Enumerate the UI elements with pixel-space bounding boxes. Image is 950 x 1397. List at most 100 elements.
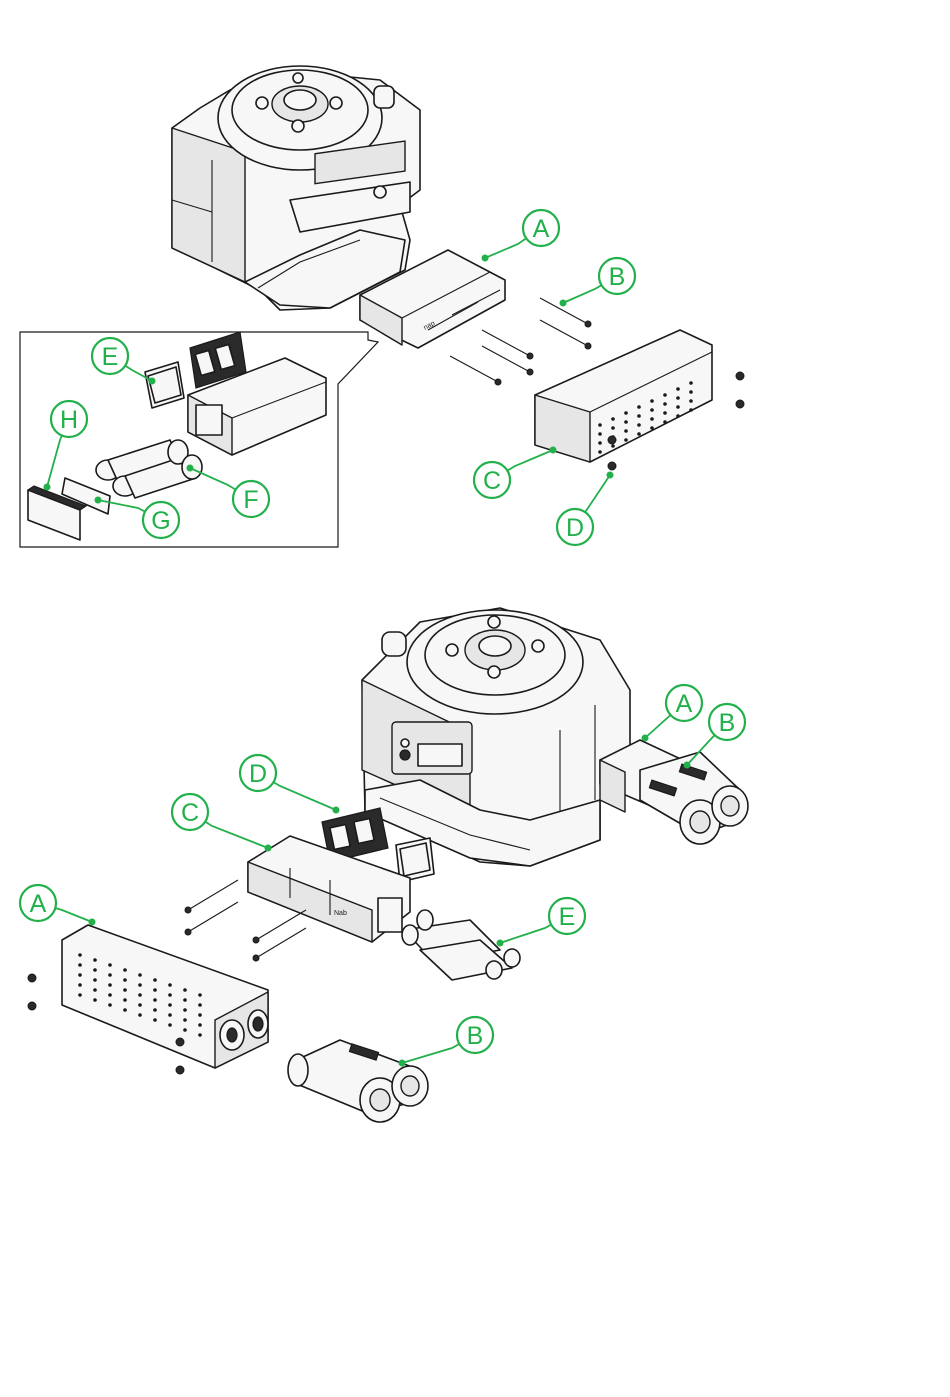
perforation-hole xyxy=(108,983,112,987)
perforation-hole xyxy=(153,988,157,992)
callout-bottom-b2: B xyxy=(399,1017,494,1067)
leader-dot xyxy=(482,255,489,262)
perforation-hole xyxy=(93,968,97,972)
perforation-hole xyxy=(123,968,127,972)
perforation-hole xyxy=(637,414,641,418)
perforation-hole xyxy=(637,432,641,436)
callout-bottom-e: E xyxy=(497,898,586,947)
perforation-hole xyxy=(198,1023,202,1027)
perforation-hole xyxy=(108,1003,112,1007)
perforation-hole xyxy=(78,953,82,957)
callout-bottom-d: D xyxy=(240,755,340,814)
perforation-hole xyxy=(676,414,680,418)
callout-letter: D xyxy=(566,514,584,542)
perforation-hole xyxy=(108,993,112,997)
svg-text:Nab: Nab xyxy=(334,910,347,917)
perforation-hole xyxy=(689,399,693,403)
perforation-hole xyxy=(138,983,142,987)
perforation-hole xyxy=(93,988,97,992)
perforation-hole xyxy=(650,417,654,421)
perforation-hole xyxy=(598,423,602,427)
leader-dot xyxy=(333,807,340,814)
perforation-hole xyxy=(598,432,602,436)
callout-letter: A xyxy=(676,690,693,718)
leader-dot xyxy=(399,1060,406,1067)
inset-detail-box xyxy=(20,332,378,547)
top-silencer-cover xyxy=(535,330,712,462)
perforation-hole xyxy=(93,998,97,1002)
perforation-hole xyxy=(676,405,680,409)
perforation-hole xyxy=(663,420,667,424)
callout-letter: F xyxy=(243,486,258,514)
perforation-hole xyxy=(108,963,112,967)
perforation-hole xyxy=(624,438,628,442)
perforation-hole xyxy=(198,1003,202,1007)
callout-letter: A xyxy=(533,215,550,243)
leader-dot xyxy=(642,735,649,742)
bottom-manifold-c: Nab xyxy=(248,836,410,942)
perforation-hole xyxy=(650,408,654,412)
perforation-hole xyxy=(78,973,82,977)
leader-dot xyxy=(607,472,614,479)
perforation-hole xyxy=(153,1018,157,1022)
bottom-diagram: Nab xyxy=(28,608,748,1122)
perforation-hole xyxy=(168,983,172,987)
top-rotary-unit xyxy=(172,66,420,310)
perforation-hole xyxy=(198,1033,202,1037)
perforation-hole xyxy=(650,426,654,430)
perforation-hole xyxy=(153,978,157,982)
perforation-hole xyxy=(624,429,628,433)
callout-top-c: C xyxy=(474,447,557,499)
callout-top-a: A xyxy=(482,210,560,262)
perforation-hole xyxy=(183,1028,187,1032)
callout-letter: C xyxy=(483,467,501,495)
bottom-rotary-unit xyxy=(362,608,630,866)
perforation-hole xyxy=(183,1008,187,1012)
leader-dot xyxy=(265,845,272,852)
perforation-hole xyxy=(138,993,142,997)
perforation-hole xyxy=(689,381,693,385)
bottom-right-silencer-assembly xyxy=(600,740,748,844)
perforation-hole xyxy=(611,444,615,448)
perforation-hole xyxy=(93,978,97,982)
perforation-hole xyxy=(78,983,82,987)
callout-letter: H xyxy=(60,406,78,434)
top-diagram: nap xyxy=(20,66,744,547)
bottom-loose-silencers-b xyxy=(288,1040,428,1122)
callout-bottom-a2: A xyxy=(20,885,96,926)
perforation-hole xyxy=(663,393,667,397)
perforation-hole xyxy=(93,958,97,962)
perforation-hole xyxy=(611,426,615,430)
callout-letter: B xyxy=(719,709,736,737)
perforation-hole xyxy=(650,399,654,403)
perforation-hole xyxy=(78,963,82,967)
perforation-hole xyxy=(663,402,667,406)
leader-dot xyxy=(550,447,557,454)
perforation-hole xyxy=(676,396,680,400)
callout-letter: B xyxy=(467,1022,484,1050)
callout-top-b: B xyxy=(560,258,636,307)
perforation-hole xyxy=(108,973,112,977)
perforation-hole xyxy=(183,998,187,1002)
callout-bottom-c: C xyxy=(172,794,272,852)
leader-dot xyxy=(149,378,156,385)
leader-dot xyxy=(684,762,691,769)
perforation-hole xyxy=(168,993,172,997)
perforation-hole xyxy=(624,411,628,415)
callout-bottom-a1: A xyxy=(642,685,703,742)
perforation-hole xyxy=(183,1018,187,1022)
perforation-hole xyxy=(637,423,641,427)
perforation-hole xyxy=(183,988,187,992)
perforation-hole xyxy=(168,1003,172,1007)
perforation-hole xyxy=(663,411,667,415)
leader-dot xyxy=(187,465,194,472)
callout-letter: E xyxy=(559,903,576,931)
callout-letter: D xyxy=(249,760,267,788)
perforation-hole xyxy=(138,973,142,977)
callout-letter: B xyxy=(609,263,626,291)
callout-letter: C xyxy=(181,799,199,827)
perforation-hole xyxy=(198,993,202,997)
perforation-hole xyxy=(689,390,693,394)
perforation-hole xyxy=(123,978,127,982)
